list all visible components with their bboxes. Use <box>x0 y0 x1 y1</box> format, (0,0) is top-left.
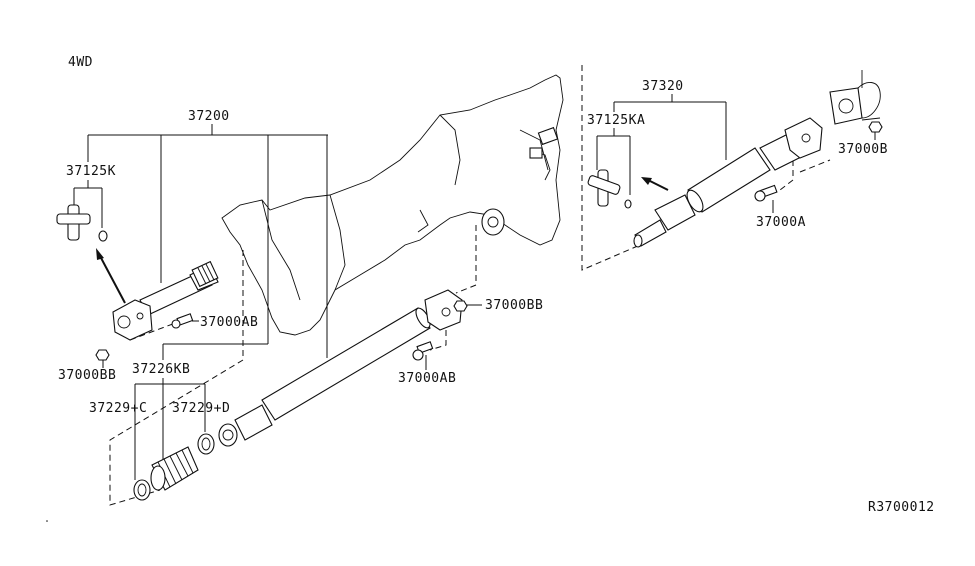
callout-center-nut[interactable]: 37000BB <box>485 298 543 313</box>
rear-bolt[interactable] <box>754 184 778 202</box>
callout-center-bolt[interactable]: 37000AB <box>398 371 456 386</box>
rear-flange-yoke <box>784 117 823 159</box>
callout-37200[interactable]: 37200 <box>188 109 230 124</box>
rear-nut[interactable] <box>868 121 883 133</box>
center-bolt[interactable] <box>412 341 434 361</box>
boot-kit[interactable] <box>133 433 215 501</box>
output-flange <box>481 208 505 236</box>
center-propeller-shaft[interactable] <box>218 289 463 447</box>
front-flange-yoke <box>112 299 153 341</box>
callout-37229c[interactable]: 37229+C <box>89 401 147 416</box>
dashed-guides <box>109 65 831 506</box>
leader-37125k <box>73 180 103 228</box>
center-nut[interactable] <box>453 300 468 312</box>
callout-37320[interactable]: 37320 <box>642 79 684 94</box>
center-flange-yoke <box>424 289 463 331</box>
slip-yoke <box>218 423 238 447</box>
callout-37125ka[interactable]: 37125KA <box>587 113 645 128</box>
rear-propeller-shaft[interactable] <box>633 117 823 248</box>
rear-snap-ring <box>624 199 632 209</box>
callout-37125k[interactable]: 37125K <box>66 164 116 179</box>
callout-rear-bolt[interactable]: 37000A <box>756 215 806 230</box>
leader-37125ka <box>596 128 631 195</box>
callout-rear-nut[interactable]: 37000B <box>838 142 888 157</box>
callout-37229d[interactable]: 37229+D <box>172 401 230 416</box>
arrow-icon <box>96 248 126 304</box>
leader-37200 <box>87 124 328 360</box>
snap-ring <box>98 230 108 242</box>
variant-label: 4WD <box>68 55 93 70</box>
boot-band-d[interactable] <box>197 433 215 455</box>
front-bolt[interactable] <box>171 313 194 329</box>
front-propeller-shaft[interactable] <box>112 260 219 341</box>
transmission-outline <box>221 74 564 336</box>
rear-spider-kit[interactable] <box>587 169 632 209</box>
reference-code: R3700012 <box>868 500 935 515</box>
rear-u-joint <box>654 194 696 231</box>
callout-front-bolt[interactable]: 37000AB <box>200 315 258 330</box>
stray-dot <box>46 520 48 522</box>
boot-band-c[interactable] <box>133 479 151 501</box>
callout-front-nut[interactable]: 37000BB <box>58 368 116 383</box>
callout-37226kb[interactable]: 37226KB <box>132 362 190 377</box>
front-nut[interactable] <box>95 349 110 361</box>
rear-arrow-icon <box>641 177 669 191</box>
differential-flange <box>829 70 881 125</box>
center-u-joint <box>234 404 273 441</box>
leader-37320 <box>613 94 727 160</box>
leader-37226kb <box>134 378 206 480</box>
front-spider-kit[interactable] <box>56 204 108 242</box>
spline-end <box>191 260 219 288</box>
